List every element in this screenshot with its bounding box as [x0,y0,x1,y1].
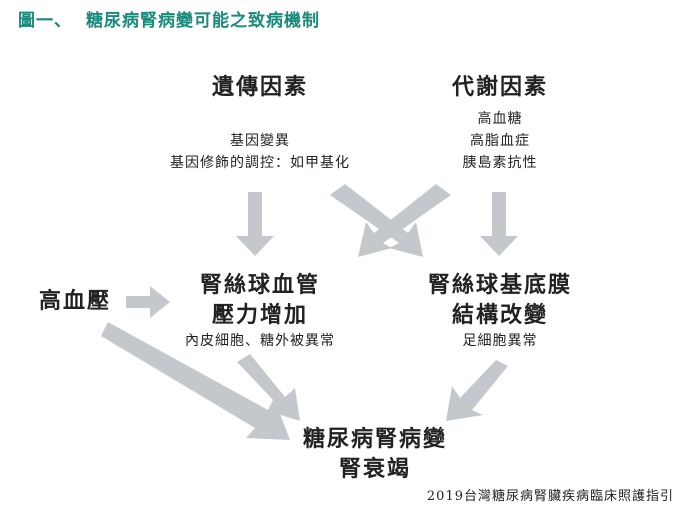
outcome-line-1: 糖尿病腎病變 [302,426,447,452]
hypertension-node: 高血壓 [30,286,120,316]
arrow-metabolic-to-pressure [358,184,451,257]
arrow-membrane-to-outcome [446,360,508,421]
genetic-factors-details: 基因變異 基因修飾的調控：如甲基化 [130,130,390,174]
genetic-factors-node: 遺傳因素 [180,72,340,102]
arrow-hypertension-to-pressure [126,286,170,318]
genetic-detail-1: 基因變異 [230,133,290,149]
arrow-pressure-to-outcome [237,354,300,421]
genetic-detail-2: 基因修飾的調控：如甲基化 [170,155,350,171]
arrow-genetic-to-pressure [236,192,274,256]
metabolic-factors-title: 代謝因素 [451,74,548,100]
figure-title-text: 糖尿病腎病變可能之致病機制 [86,11,320,31]
glomerular-membrane-line-2: 結構改變 [451,302,548,328]
source-citation: 2019台灣糖尿病腎臟疾病臨床照護指引 [426,489,674,504]
metabolic-factors-details: 高血糖 高脂血症 胰島素抗性 [420,108,580,174]
outcome-line-2: 腎衰竭 [338,456,411,482]
genetic-factors-title: 遺傳因素 [211,74,308,100]
arrow-hypertension-to-outcome [101,322,290,440]
glomerular-pressure-line-2: 壓力增加 [211,302,308,328]
glomerular-pressure-detail: 內皮細胞、糖外被異常 [185,333,335,349]
outcome-node: 糖尿病腎病變 腎衰竭 [275,424,475,484]
metabolic-detail-3: 胰島素抗性 [462,155,538,171]
glomerular-membrane-line-1: 腎絲球基底膜 [427,272,572,298]
figure-title: 圖一、糖尿病腎病變可能之致病機制 [18,6,320,31]
hypertension-title: 高血壓 [38,288,111,314]
glomerular-pressure-line-1: 腎絲球血管 [199,272,320,298]
metabolic-detail-1: 高血糖 [477,111,523,127]
arrow-metabolic-to-membrane [480,192,518,256]
metabolic-factors-node: 代謝因素 [420,72,580,102]
figure-number: 圖一、 [18,11,72,31]
metabolic-detail-2: 高脂血症 [470,133,530,149]
glomerular-pressure-node: 腎絲球血管 壓力增加 內皮細胞、糖外被異常 [160,270,360,352]
glomerular-membrane-node: 腎絲球基底膜 結構改變 足細胞異常 [400,270,600,352]
arrow-genetic-to-membrane [330,184,423,257]
glomerular-membrane-detail: 足細胞異常 [462,333,538,349]
